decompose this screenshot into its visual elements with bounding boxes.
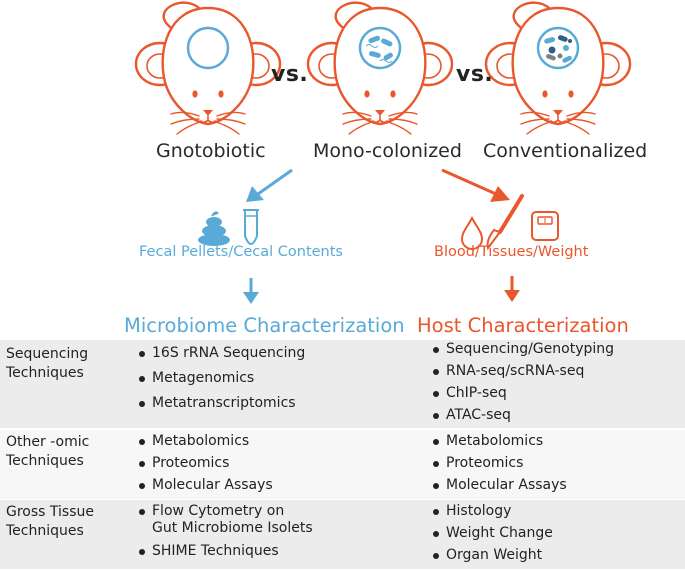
list-item: Molecular Assays [138, 477, 273, 494]
scalpel-icon [486, 194, 524, 251]
tube-icon [243, 209, 259, 245]
list-item: Proteomics [432, 455, 567, 472]
microbiome-characterization-heading: Microbiome Characterization [124, 314, 405, 337]
list-item: Molecular Assays [432, 477, 567, 494]
list-item: Organ Weight [432, 547, 553, 564]
empty-circle-icon [186, 26, 230, 70]
list-item: Metabolomics [138, 433, 273, 450]
arrow-left-diagonal-icon [246, 168, 293, 202]
scale-icon [531, 211, 559, 241]
mouse-gnotobiotic [134, 1, 282, 136]
mouse-conventionalized [484, 1, 632, 136]
list-item: Metagenomics [138, 370, 305, 387]
list-item: Sequencing/Genotyping [432, 341, 614, 358]
mouse-label-gnotobiotic: Gnotobiotic [156, 140, 266, 162]
mouse-label-conventionalized: Conventionalized [483, 140, 648, 162]
mouse-label-mono-colonized: Mono-colonized [313, 140, 462, 162]
mouse-mono-colonized [306, 1, 454, 136]
mixed-microbes-icon [536, 26, 580, 70]
host-list-gross-tissue: Histology Weight Change Organ Weight [432, 503, 553, 571]
arrow-right-diagonal-icon [441, 168, 510, 202]
blood-drop-icon [460, 215, 484, 250]
row-band-omics [0, 430, 685, 499]
list-item: ATAC-seq [432, 407, 614, 424]
sample-label-host: Blood/Tissues/Weight [434, 244, 589, 260]
list-item: Proteomics [138, 455, 273, 472]
branch-graphics [198, 168, 559, 304]
sample-label-microbiome: Fecal Pellets/Cecal Contents [139, 244, 343, 260]
arrow-left-down-icon [243, 278, 259, 304]
list-item: Metabolomics [432, 433, 567, 450]
list-item: 16S rRNA Sequencing [138, 345, 305, 362]
microbiome-list-omics: Metabolomics Proteomics Molecular Assays [138, 433, 273, 501]
vs-label-1: vs. [271, 62, 309, 87]
mice-illustration [134, 1, 632, 136]
row-label-gross-tissue: Gross Tissue Techniques [6, 504, 94, 539]
list-item: SHIME Techniques [138, 543, 313, 560]
arrow-right-down-icon [504, 276, 520, 302]
microbiome-list-sequencing: 16S rRNA Sequencing Metagenomics Metatra… [138, 345, 305, 419]
host-list-omics: Metabolomics Proteomics Molecular Assays [432, 433, 567, 501]
list-item: Flow Cytometry on Gut Microbiome Isolets [138, 503, 313, 537]
fecal-pellet-icon [198, 211, 230, 246]
row-label-omics: Other -omic Techniques [6, 434, 90, 469]
list-item: RNA-seq/scRNA-seq [432, 363, 614, 380]
single-microbe-icon [358, 26, 402, 70]
host-characterization-heading: Host Characterization [417, 314, 629, 337]
row-label-sequencing: Sequencing Techniques [6, 346, 89, 381]
row-band-gross-tissue [0, 500, 685, 569]
list-item: ChIP-seq [432, 385, 614, 402]
vs-label-2: vs. [456, 62, 494, 87]
list-item: Metatranscriptomics [138, 395, 305, 412]
microbiome-list-gross-tissue: Flow Cytometry on Gut Microbiome Isolets… [138, 503, 313, 567]
list-item: Histology [432, 503, 553, 520]
list-item: Weight Change [432, 525, 553, 542]
row-band-sequencing [0, 340, 685, 428]
host-list-sequencing: Sequencing/Genotyping RNA-seq/scRNA-seq … [432, 341, 614, 431]
